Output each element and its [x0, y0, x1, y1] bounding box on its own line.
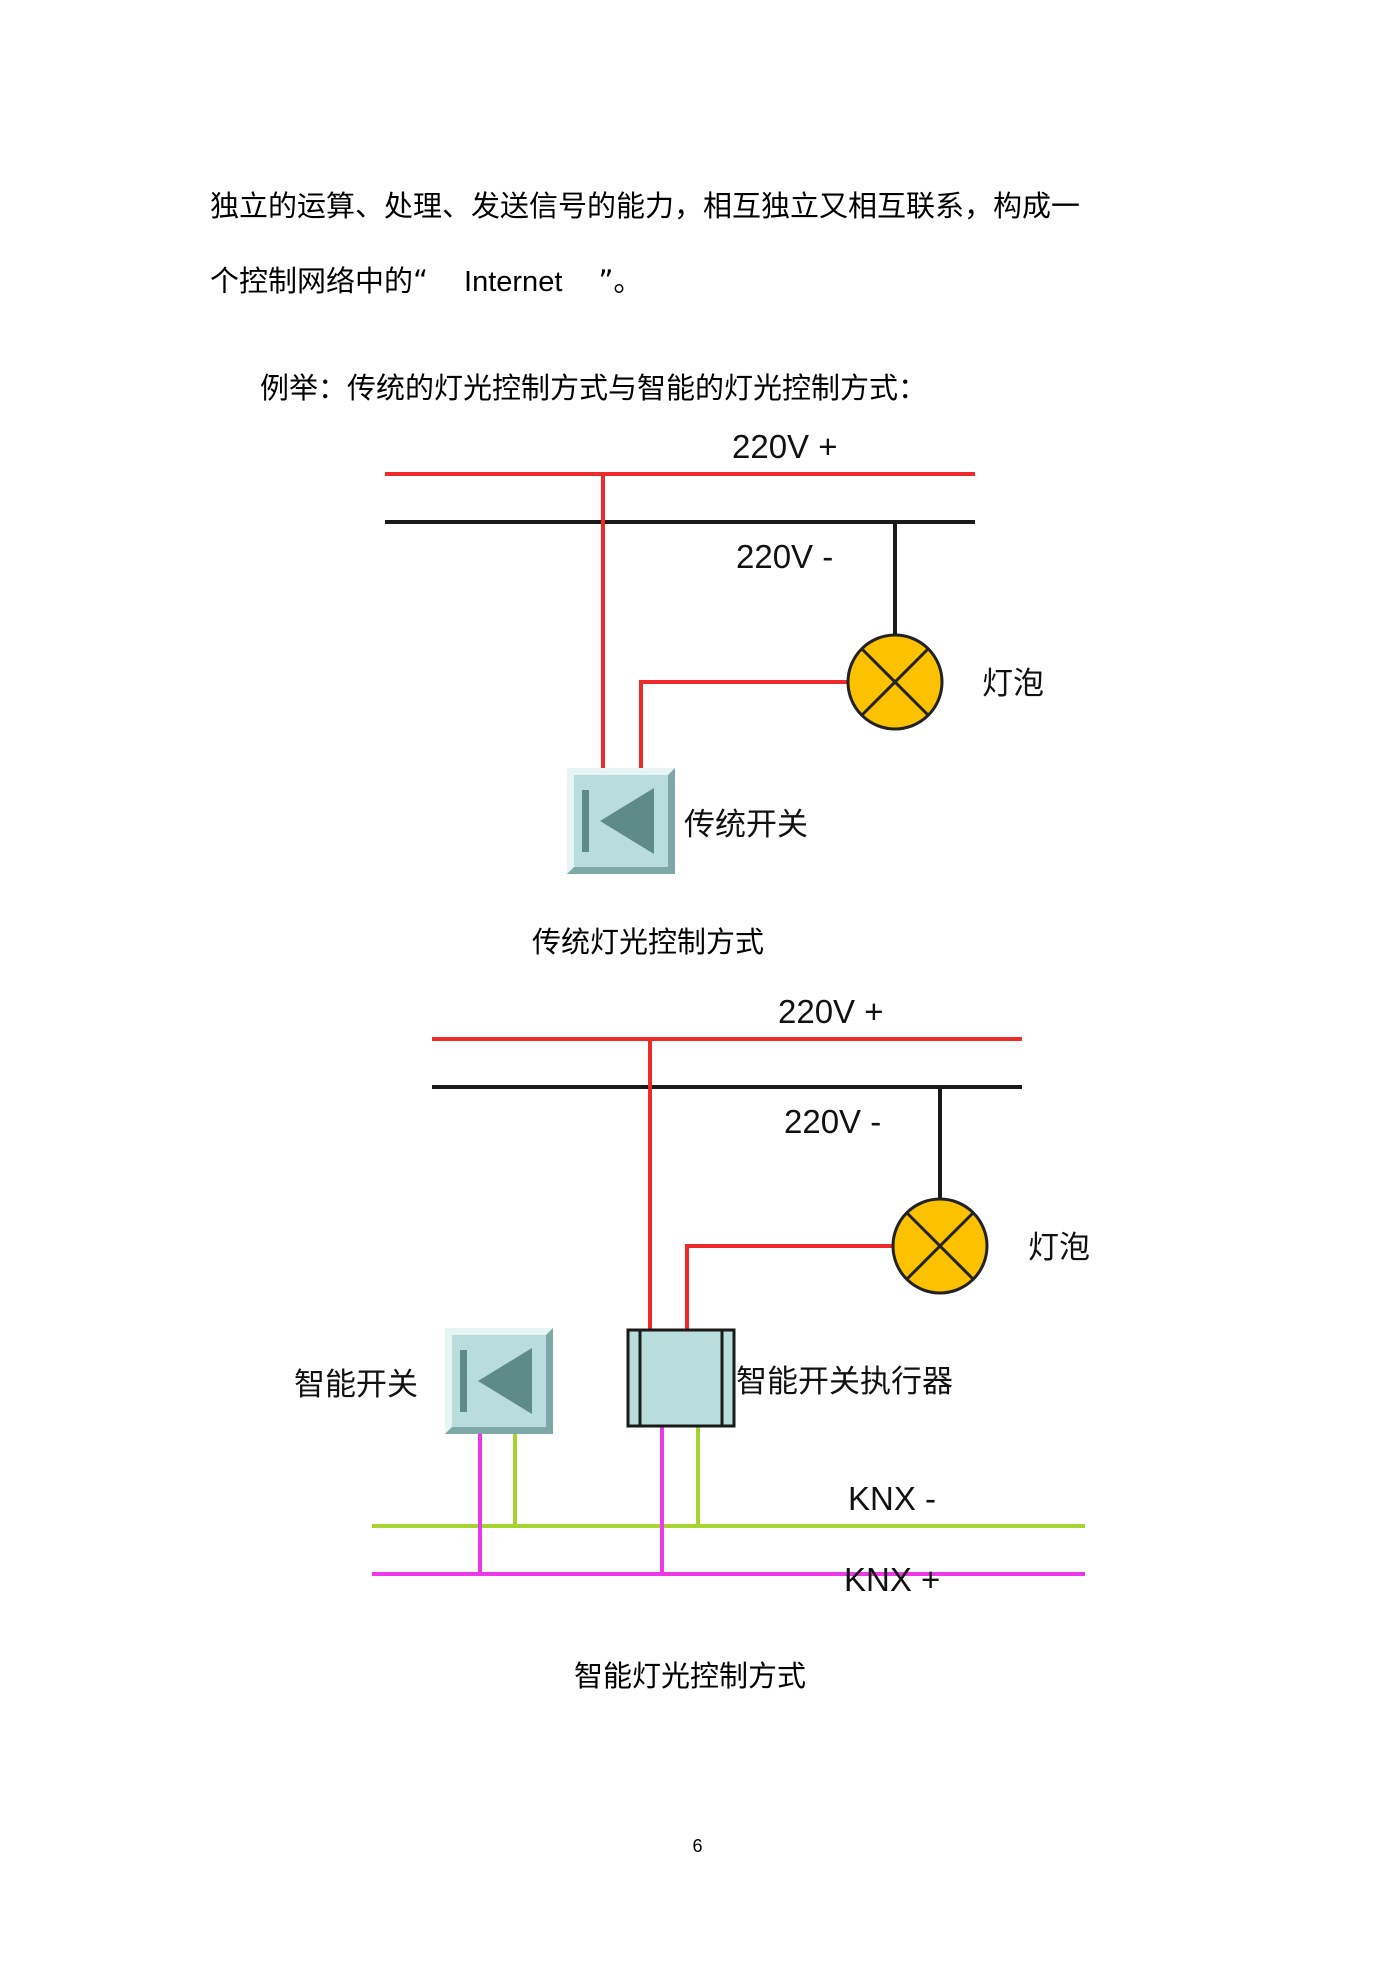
smart-caption: 智能灯光控制方式: [573, 1659, 807, 1693]
knx-positive-label: KNX +: [844, 1561, 940, 1598]
smart-switch-label: 智能开关: [294, 1367, 418, 1403]
traditional-switch-icon: [567, 768, 675, 874]
smart-wiring-diagram: 220V + 220V - 灯泡 KNX - KNX + 智能开关: [294, 993, 1090, 1598]
switch-label: 传统开关: [684, 807, 808, 843]
paragraph-line-2-prefix: 个控制网络中的“: [210, 264, 429, 298]
actuator-label: 智能开关执行器: [736, 1364, 953, 1400]
switched-wire: [639, 680, 848, 770]
paragraph-line-2-suffix: ”。: [598, 264, 643, 298]
negative-voltage-label: 220V -: [736, 538, 833, 575]
page-number: 6: [692, 1836, 703, 1856]
paragraph-line-1: 独立的运算、处理、发送信号的能力，相互独立又相互联系，构成一: [210, 189, 1081, 223]
knx-negative-label: KNX -: [848, 1480, 936, 1517]
lamp-icon: [846, 633, 944, 731]
internet-term: Internet: [464, 266, 563, 298]
lamp-icon: [891, 1197, 989, 1295]
actuator-icon: [626, 1328, 736, 1428]
positive-voltage-label: 220V +: [778, 993, 884, 1030]
smart-switch-icon: [445, 1328, 553, 1434]
paragraph-line-2: 个控制网络中的“ Internet ”。: [210, 263, 642, 300]
bulb-label: 灯泡: [982, 666, 1044, 702]
bulb-label: 灯泡: [1028, 1230, 1090, 1266]
traditional-caption: 传统灯光控制方式: [531, 925, 765, 959]
traditional-wiring-diagram: 220V + 220V - 灯泡 传统开关: [385, 428, 1044, 874]
negative-voltage-label: 220V -: [784, 1103, 881, 1140]
switched-wire: [685, 1244, 892, 1330]
example-intro: 例举：传统的灯光控制方式与智能的灯光控制方式：: [260, 371, 928, 405]
positive-voltage-label: 220V +: [732, 428, 838, 465]
